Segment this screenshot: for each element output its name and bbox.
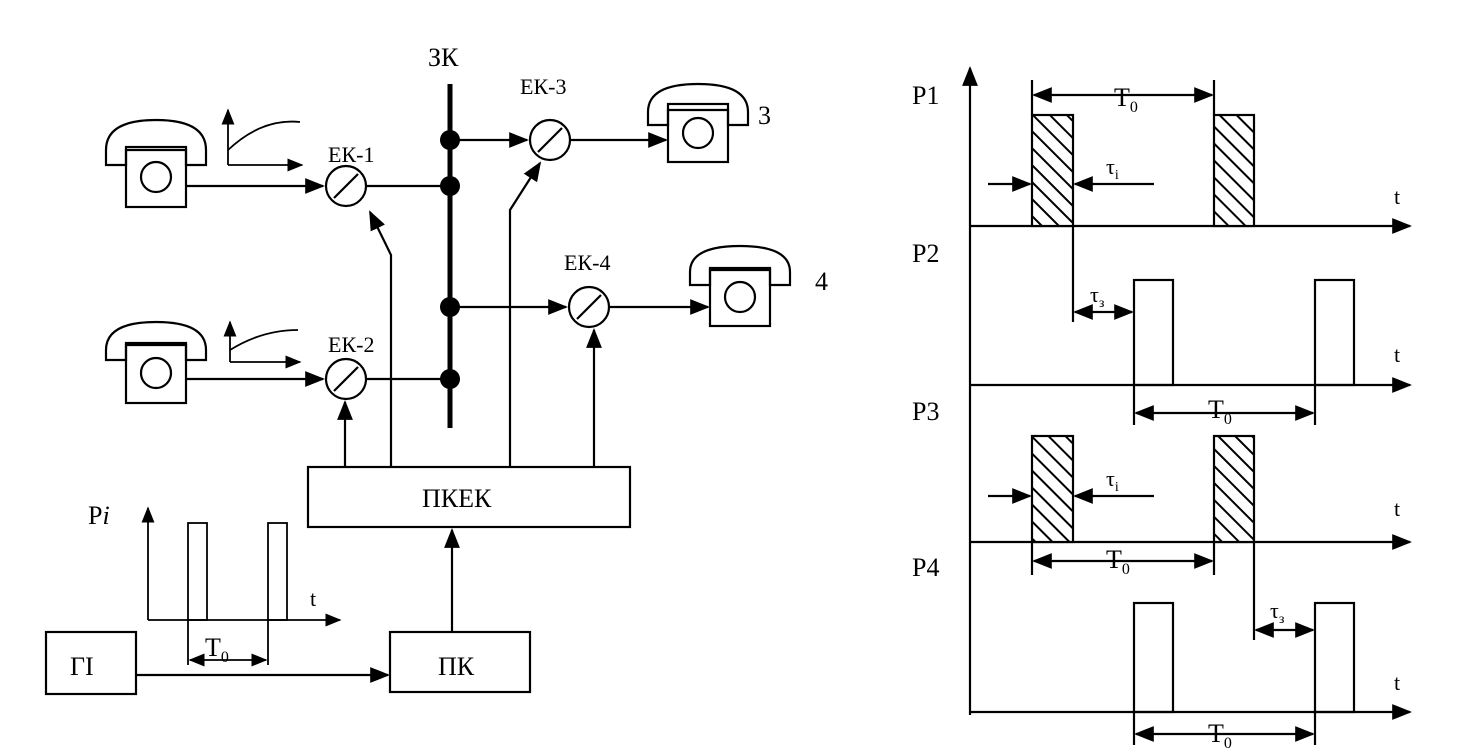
telephone-icon-1 [104,118,208,209]
p1-period-label: T0 [1114,83,1138,116]
phone4-label: 4 [815,267,828,296]
p1-pulse-2 [1212,113,1256,228]
p2-t-label: t [1394,342,1400,367]
p4-pulse-1 [1132,601,1175,714]
ek4-switch-icon [567,285,611,329]
ek3-switch-icon [528,118,572,162]
ek2-label: ЕК-2 [328,332,374,357]
pkek-label: ПКЕК [422,484,492,513]
p3-tau-i-label: τi [1106,466,1119,495]
p1-label: P1 [912,81,939,110]
p2-tau-z-label: τз [1090,282,1105,311]
telephone-icon-3 [646,82,750,164]
p3-pulse-1 [1030,434,1075,544]
p1-tau-i-label: τi [1106,154,1119,183]
p2-pulse-2 [1313,278,1356,387]
p1-t-label: t [1394,184,1400,209]
ek3-label: ЕК-3 [520,74,566,99]
telephone-icon-4 [688,244,792,328]
pi-pulse-sketch [141,506,342,667]
p3-pulse-2 [1212,434,1256,544]
pk-label: ПК [438,652,475,681]
pi-t-label: t [310,586,316,611]
bus-junction-dots [440,130,460,389]
pk-block [388,630,532,694]
gi-label: ГІ [70,652,94,681]
p4-t-label: t [1394,670,1400,695]
pi-label: Pi [88,501,110,530]
p2-pulse-1 [1132,278,1175,387]
p3-period-label: T0 [1106,545,1130,578]
phone3-label: 3 [758,101,771,130]
ek4-label: ЕК-4 [564,250,610,275]
p4-period-label: T0 [1208,719,1232,752]
analog-signal-sketch-1 [221,108,304,172]
ek2-switch-icon [324,357,368,401]
p4-label: P4 [912,553,939,582]
bus-label: ЗК [428,43,459,72]
ek1-switch-icon [324,164,368,208]
pkek-block [306,465,632,529]
p3-label: P3 [912,397,939,426]
p4-tau-z-label: τз [1270,598,1285,627]
p3-t-label: t [1394,496,1400,521]
ek1-label: ЕК-1 [328,142,374,167]
p2-period-label: T0 [1208,395,1232,428]
telephone-icon-2 [104,320,208,405]
analog-signal-sketch-2 [223,320,302,369]
gi-block [44,630,138,696]
pi-period-label: T0 [205,633,229,666]
p2-label: P2 [912,239,939,268]
p4-pulse-2 [1313,601,1356,714]
p1-pulse-1 [1030,113,1075,228]
